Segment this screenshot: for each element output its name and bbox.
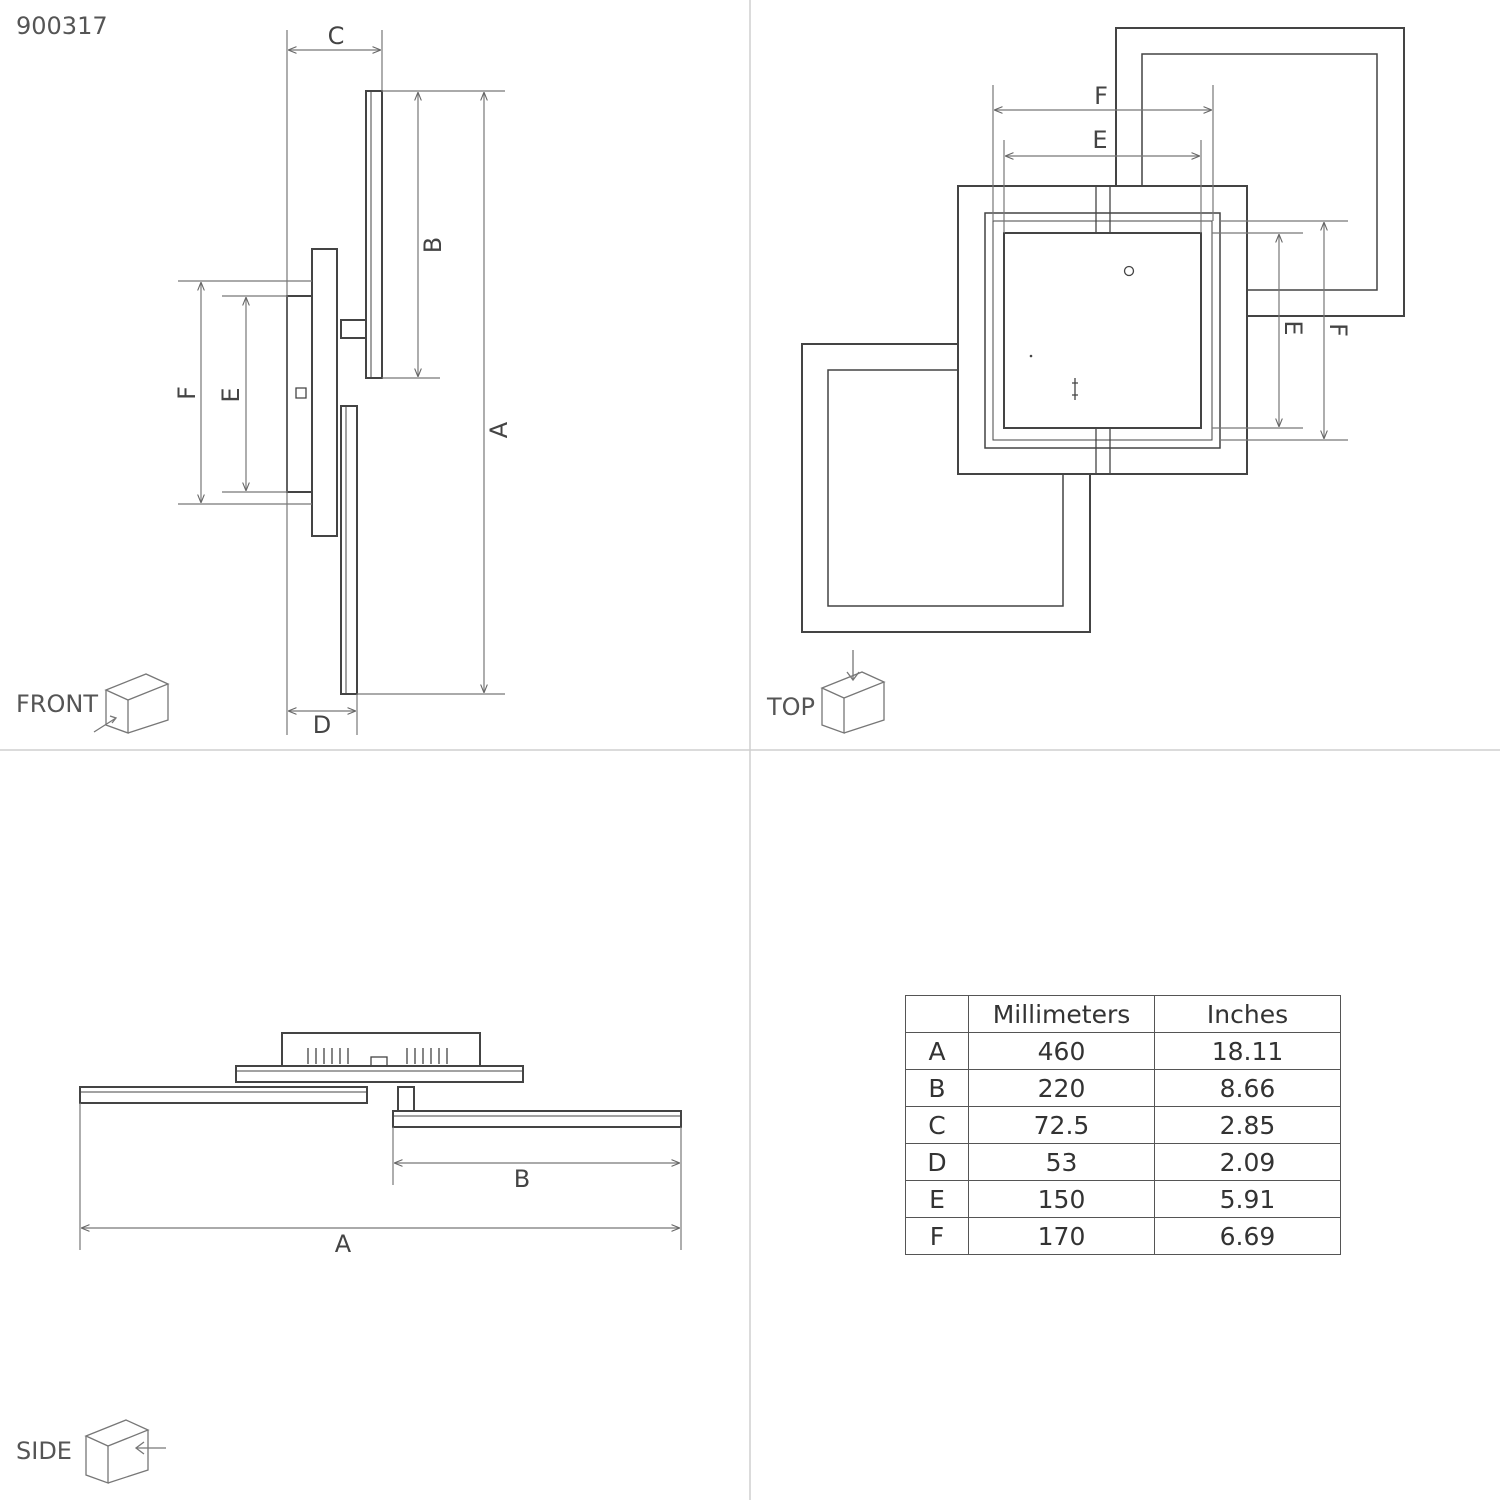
row-millimeters: 72.5 [968,1106,1155,1144]
row-millimeters: 460 [968,1032,1155,1070]
front-dim-label-b: B [419,237,447,253]
top-view-cube-icon [820,650,886,734]
table-row: F 170 6.69 [905,1217,1341,1255]
side-view-label: SIDE [16,1437,72,1465]
front-dim-label-e: E [217,387,245,402]
row-letter: C [905,1106,969,1144]
front-dim-label-d: D [313,711,331,739]
front-view-cube-icon [93,673,170,734]
top-dim-label-e-horizontal: E [1092,126,1107,154]
row-letter: A [905,1032,969,1070]
row-inches: 18.11 [1154,1032,1341,1070]
row-millimeters: 170 [968,1217,1155,1255]
table-row: B 220 8.66 [905,1069,1341,1107]
row-inches: 2.85 [1154,1106,1341,1144]
front-view: C D A B F E [93,22,513,739]
top-dim-label-f-horizontal: F [1094,82,1108,110]
row-inches: 6.69 [1154,1217,1341,1255]
table-row: E 150 5.91 [905,1180,1341,1218]
side-view-dimensions [79,1103,682,1250]
table-row: A 460 18.11 [905,1032,1341,1070]
side-view-body [79,1032,682,1128]
side-view-cube-icon [84,1419,166,1484]
header-inches: Inches [1154,995,1341,1033]
front-dim-label-a: A [485,421,513,438]
row-letter: D [905,1143,969,1181]
front-view-dimensions [178,30,505,735]
front-dim-label-c: C [328,22,345,50]
table-row: C 72.5 2.85 [905,1106,1341,1144]
row-letter: F [905,1217,969,1255]
row-letter: E [905,1180,969,1218]
dimension-table: Millimeters Inches A 460 18.11 B 220 8.6… [905,995,1341,1255]
side-view: B A [79,1032,682,1484]
row-inches: 2.09 [1154,1143,1341,1181]
header-millimeters: Millimeters [968,995,1155,1033]
model-number: 900317 [16,12,108,40]
side-dim-label-a: A [335,1230,352,1258]
front-view-label: FRONT [16,690,98,718]
table-row: D 53 2.09 [905,1143,1341,1181]
front-view-body [286,90,383,695]
top-dim-label-f-vertical: F [1324,323,1352,337]
row-inches: 8.66 [1154,1069,1341,1107]
top-view-body [801,27,1405,633]
row-millimeters: 53 [968,1143,1155,1181]
top-view-label: TOP [767,693,816,721]
top-view: F E E F [801,27,1405,734]
header-letter [905,995,969,1033]
row-letter: B [905,1069,969,1107]
row-millimeters: 220 [968,1069,1155,1107]
dimension-table-header-row: Millimeters Inches [905,995,1341,1033]
side-dim-label-b: B [514,1165,530,1193]
front-dim-label-f: F [173,386,201,400]
row-inches: 5.91 [1154,1180,1341,1218]
top-view-dimensions [992,85,1348,441]
row-millimeters: 150 [968,1180,1155,1218]
top-dim-label-e-vertical: E [1279,320,1307,335]
